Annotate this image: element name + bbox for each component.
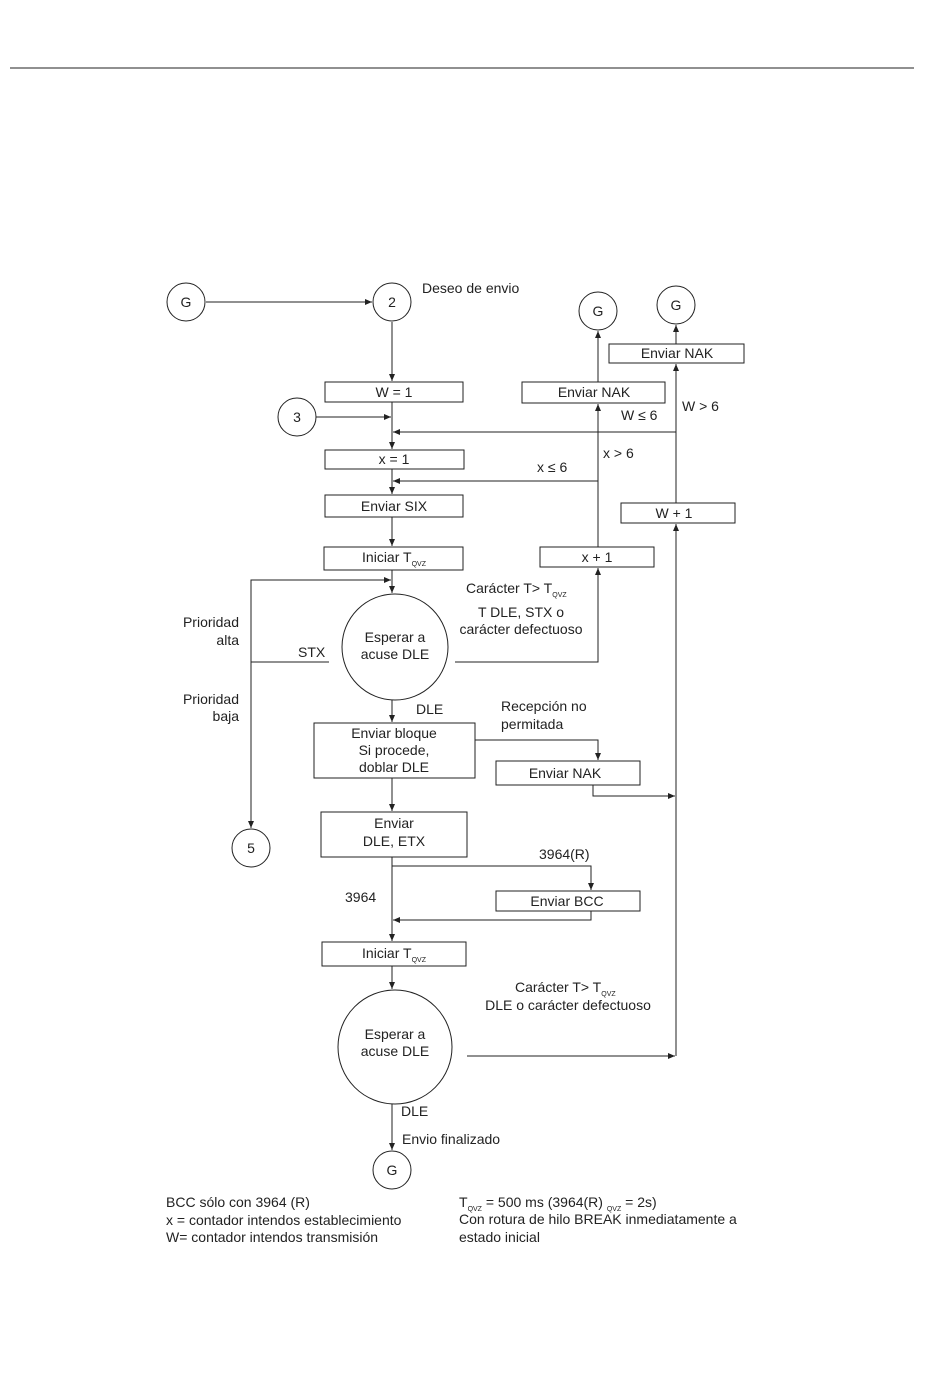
svg-text:3: 3 bbox=[293, 409, 301, 425]
state-esperar-acuse-2: Esperar a acuse DLE bbox=[337, 989, 453, 1105]
box-w-eq-1: W = 1 bbox=[324, 381, 464, 403]
svg-text:x = 1: x = 1 bbox=[379, 451, 410, 467]
svg-text:5: 5 bbox=[247, 840, 255, 856]
svg-text:acuse DLE: acuse DLE bbox=[361, 1043, 429, 1059]
svg-text:Si procede,: Si procede, bbox=[359, 742, 430, 758]
svg-text:W= contador intendos transmisi: W= contador intendos transmisión bbox=[166, 1229, 378, 1245]
svg-text:G: G bbox=[671, 297, 682, 313]
box-enviar-nak-reception: Enviar NAK bbox=[495, 760, 641, 786]
label-deseo-envio: Deseo de envio bbox=[422, 280, 520, 296]
connector-3: 3 bbox=[277, 397, 317, 437]
connector-g-start: G bbox=[166, 282, 206, 322]
box-enviar-nak-w: Enviar NAK bbox=[608, 343, 745, 364]
label-recepcion-2: permitada bbox=[501, 716, 563, 732]
label-x-gt-6: x > 6 bbox=[603, 445, 634, 461]
label-caracter-defectuoso-1: carácter defectuoso bbox=[460, 621, 583, 637]
state-esperar-acuse-1: Esperar a acuse DLE bbox=[341, 593, 449, 701]
connector-2: 2 bbox=[372, 282, 412, 322]
box-x-eq-1: x = 1 bbox=[324, 449, 465, 470]
label-w-gt-6: W > 6 bbox=[682, 398, 719, 414]
svg-text:Esperar a: Esperar a bbox=[365, 629, 426, 645]
svg-text:doblar DLE: doblar DLE bbox=[359, 759, 429, 775]
svg-text:G: G bbox=[387, 1162, 398, 1178]
label-prioridad-alta-2: alta bbox=[216, 632, 239, 648]
box-iniciar-t-1: Iniciar TQVZ bbox=[323, 546, 464, 571]
svg-text:Enviar BCC: Enviar BCC bbox=[530, 893, 603, 909]
box-enviar-dle-etx: Enviar DLE, ETX bbox=[320, 811, 468, 858]
label-t-dle-stx: T DLE, STX o bbox=[478, 604, 564, 620]
label-recepcion: Recepción no bbox=[501, 698, 587, 714]
label-envio-finalizado: Envio finalizado bbox=[402, 1131, 500, 1147]
box-enviar-six: Enviar SIX bbox=[324, 494, 464, 518]
footnotes-left: BCC sólo con 3964 (R) x = contador inten… bbox=[166, 1194, 402, 1245]
svg-text:Enviar NAK: Enviar NAK bbox=[641, 345, 714, 361]
box-x-plus-1: x + 1 bbox=[539, 546, 655, 568]
svg-text:2: 2 bbox=[388, 294, 396, 310]
label-dle-2: DLE bbox=[401, 1103, 428, 1119]
label-dle-o-caracter: DLE o carácter defectuoso bbox=[485, 997, 651, 1013]
connector-g-x-fail: G bbox=[578, 291, 618, 331]
box-enviar-bloque: Enviar bloque Si procede, doblar DLE bbox=[313, 722, 476, 779]
svg-text:BCC sólo con 3964 (R): BCC sólo con 3964 (R) bbox=[166, 1194, 310, 1210]
box-w-plus-1: W + 1 bbox=[620, 502, 736, 524]
label-3964: 3964 bbox=[345, 889, 376, 905]
connector-5: 5 bbox=[231, 828, 271, 868]
flow-lines bbox=[206, 299, 679, 1150]
svg-text:G: G bbox=[181, 294, 192, 310]
connector-g-w-fail: G bbox=[656, 285, 696, 325]
svg-text:W = 1: W = 1 bbox=[376, 384, 413, 400]
svg-text:acuse DLE: acuse DLE bbox=[361, 646, 429, 662]
svg-text:Con rotura de hilo BREAK inmed: Con rotura de hilo BREAK inmediatamente … bbox=[459, 1211, 737, 1227]
label-3964r: 3964(R) bbox=[539, 846, 590, 862]
svg-text:Iniciar TQVZ: Iniciar TQVZ bbox=[362, 549, 427, 568]
label-prioridad-alta: Prioridad bbox=[183, 614, 239, 630]
svg-text:Enviar SIX: Enviar SIX bbox=[361, 498, 428, 514]
svg-text:W + 1: W + 1 bbox=[656, 505, 693, 521]
label-dle-1: DLE bbox=[416, 701, 443, 717]
label-prioridad-baja: Prioridad bbox=[183, 691, 239, 707]
svg-text:estado inicial: estado inicial bbox=[459, 1229, 540, 1245]
label-stx: STX bbox=[298, 644, 326, 660]
label-prioridad-baja-2: baja bbox=[213, 708, 240, 724]
svg-text:TQVZ = 500 ms (3964(R) QVZ = 2: TQVZ = 500 ms (3964(R) QVZ = 2s) bbox=[459, 1194, 657, 1213]
box-iniciar-t-2: Iniciar TQVZ bbox=[321, 941, 467, 967]
svg-text:Esperar a: Esperar a bbox=[365, 1026, 426, 1042]
svg-text:x + 1: x + 1 bbox=[582, 549, 613, 565]
svg-text:Enviar bloque: Enviar bloque bbox=[351, 725, 437, 741]
svg-text:Enviar NAK: Enviar NAK bbox=[529, 765, 602, 781]
svg-text:x = contador intendos establec: x = contador intendos establecimiento bbox=[166, 1212, 402, 1228]
label-caracter-t-1: Carácter T> TQVZ bbox=[466, 580, 567, 599]
svg-text:Enviar: Enviar bbox=[374, 815, 414, 831]
label-w-le-6: W ≤ 6 bbox=[621, 407, 658, 423]
svg-text:DLE, ETX: DLE, ETX bbox=[363, 833, 426, 849]
svg-text:Enviar NAK: Enviar NAK bbox=[558, 384, 631, 400]
footnotes-right: TQVZ = 500 ms (3964(R) QVZ = 2s) Con rot… bbox=[459, 1194, 737, 1245]
label-caracter-t-2: Carácter T> TQVZ bbox=[515, 979, 616, 998]
svg-text:Iniciar TQVZ: Iniciar TQVZ bbox=[362, 945, 427, 964]
svg-text:G: G bbox=[593, 303, 604, 319]
box-enviar-nak-x: Enviar NAK bbox=[521, 381, 666, 404]
box-enviar-bcc: Enviar BCC bbox=[495, 890, 641, 912]
label-x-le-6: x ≤ 6 bbox=[537, 459, 567, 475]
connector-g-end: G bbox=[372, 1150, 412, 1190]
